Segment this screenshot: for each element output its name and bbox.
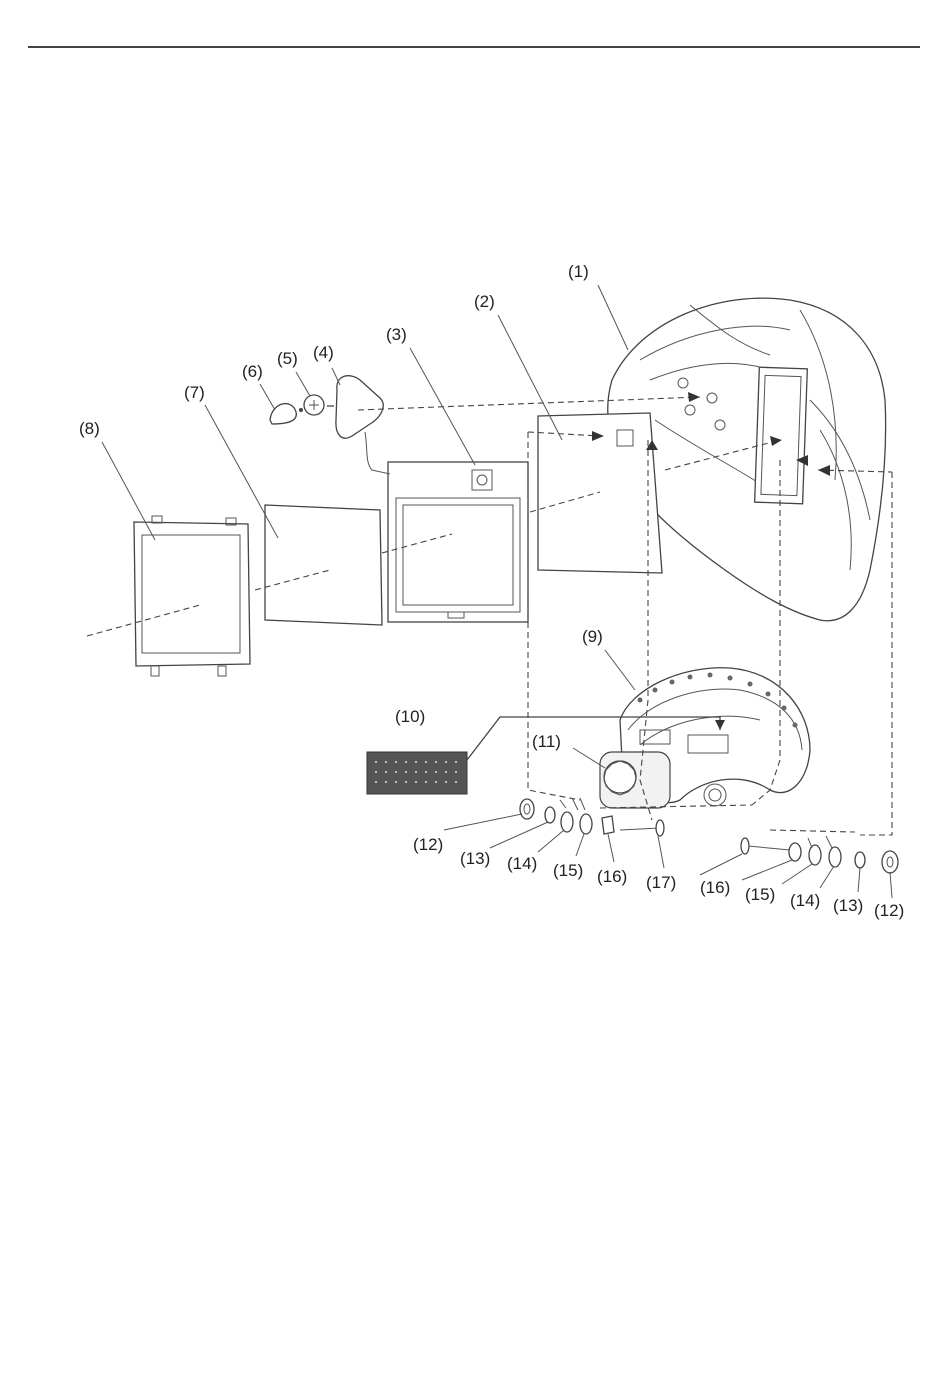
callout-7: (7) [184,383,205,402]
callout-14-left: (14) [507,854,537,873]
connector-dot [299,408,303,412]
callout-5: (5) [277,349,298,368]
callout-2: (2) [474,292,495,311]
callout-9: (9) [582,627,603,646]
callout-17: (17) [646,873,676,892]
callout-1: (1) [568,262,589,281]
right-hardware [741,836,898,873]
callout-12-right: (12) [874,901,904,920]
callout-3: (3) [386,325,407,344]
front-frame [134,516,250,676]
callout-11: (11) [532,732,561,751]
callout-6: (6) [242,362,263,381]
shade-knob [336,376,390,474]
callout-12-left: (12) [413,835,443,854]
callout-13-left: (13) [460,849,490,868]
callout-16-left: (16) [597,867,627,886]
outer-cover-lens [265,505,382,625]
callout-8: (8) [79,419,100,438]
ratchet-knob [600,752,670,808]
callout-4: (4) [313,343,334,362]
callout-16-right: (16) [700,878,730,897]
callout-10: (10) [395,707,425,726]
callout-13-right: (13) [833,896,863,915]
sweatband [367,752,467,794]
battery [304,395,324,415]
callout-15-right: (15) [745,885,775,904]
callout-14-right: (14) [790,891,820,910]
battery-cap [270,404,296,424]
filter-cartridge [388,462,528,622]
callout-15-left: (15) [553,861,583,880]
